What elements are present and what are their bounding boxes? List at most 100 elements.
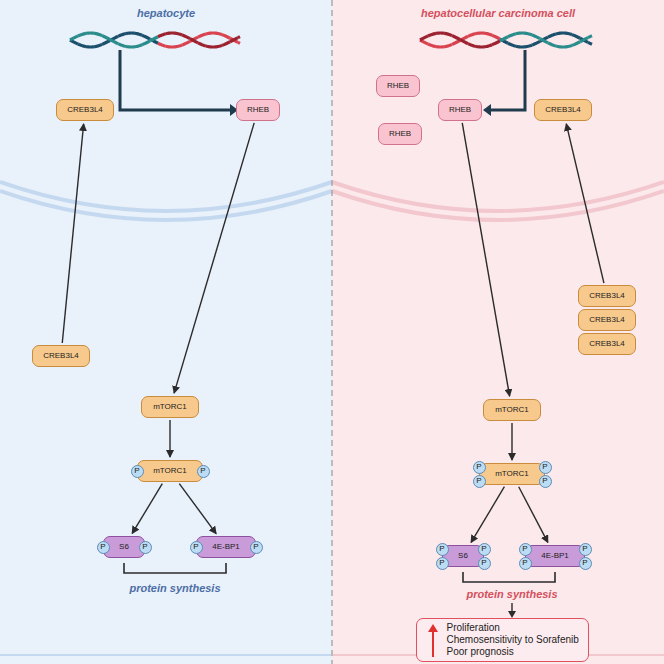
- connector-arrow: [566, 124, 604, 283]
- dna-strand: [134, 33, 142, 35]
- dna-strand: [238, 35, 240, 39]
- protein-box: RHEB: [376, 75, 420, 97]
- dna-strand: [126, 45, 134, 49]
- dna-strand: [158, 43, 166, 46]
- phosphate-circle: P: [139, 541, 152, 554]
- connector-arrow: [169, 420, 170, 457]
- node-text: P: [253, 542, 258, 552]
- node-text: P: [522, 558, 527, 568]
- connector-arrow: [471, 487, 504, 543]
- protein-box: mTORC1: [479, 463, 545, 485]
- arrow-head: [483, 104, 491, 116]
- dna-strand: [548, 34, 556, 37]
- node-text: RHEB: [387, 81, 409, 91]
- dna-strand: [476, 31, 484, 35]
- dna-strand: [484, 45, 492, 47]
- connector-arrow: [62, 124, 83, 343]
- increase-arrow: [432, 630, 434, 657]
- dna-strand: [182, 35, 190, 39]
- dna-strand: [588, 42, 592, 44]
- phosphate-circle: P: [436, 557, 449, 570]
- dna-strand: [580, 38, 588, 42]
- dna-strand: [516, 31, 524, 35]
- phosphate-circle: P: [197, 465, 210, 478]
- dna-strand: [492, 41, 500, 45]
- phosphate-circle: P: [539, 461, 552, 474]
- node-text: P: [522, 544, 527, 554]
- dna-strand: [428, 33, 436, 36]
- node-text: RHEB: [449, 105, 471, 115]
- node-text: mTORC1: [495, 405, 529, 415]
- node-text: Poor prognosis: [447, 646, 514, 658]
- protein-box: CREB3L4: [56, 99, 114, 121]
- dna-strand: [468, 44, 476, 47]
- dna-strand: [524, 33, 532, 35]
- dna-strand: [508, 34, 516, 37]
- node-text: mTORC1: [153, 466, 187, 476]
- phosphate-circle: P: [97, 541, 110, 554]
- protein-box: mTORC1: [141, 396, 199, 418]
- protein-box: RHEB: [378, 123, 422, 145]
- dna-strand: [94, 44, 102, 46]
- dna-strand: [516, 45, 524, 49]
- nuclear-membrane: [332, 191, 664, 220]
- dna-strand: [444, 33, 452, 35]
- node-text: CREB3L4: [589, 315, 625, 325]
- node-text: RHEB: [247, 105, 269, 115]
- dna-strand: [206, 44, 214, 48]
- protein-box: mTORC1: [137, 460, 203, 482]
- dna-strand: [572, 35, 580, 39]
- dna-strand: [174, 33, 182, 35]
- node-text: 4E-BP1: [541, 551, 569, 561]
- node-text: CREB3L4: [589, 339, 625, 349]
- dna-strand: [564, 33, 572, 35]
- node-text: CREB3L4: [67, 105, 103, 115]
- dna-strand: [532, 35, 540, 39]
- dna-strand: [230, 38, 238, 42]
- dna-strand: [460, 40, 468, 44]
- node-text: Chemosensitivity to Sorafenib: [447, 634, 579, 646]
- dna-strand: [214, 45, 222, 47]
- dna-strand: [468, 34, 476, 37]
- node-text: hepatocellular carcinoma cell: [332, 7, 664, 20]
- arrow-head: [428, 624, 438, 632]
- bracket: [124, 563, 226, 573]
- node-text: mTORC1: [153, 402, 187, 412]
- nuclear-membrane: [0, 191, 332, 220]
- connector-arrow: [174, 123, 254, 393]
- node-text: S6: [458, 551, 468, 561]
- phosphate-circle: P: [473, 475, 486, 488]
- dna-strand: [182, 41, 190, 45]
- dna-strand: [158, 34, 166, 37]
- dna-strand: [444, 44, 452, 46]
- phosphate-circle: P: [478, 557, 491, 570]
- dna-strand: [166, 31, 174, 35]
- dna-strand: [548, 43, 556, 46]
- base-strip: [0, 654, 331, 656]
- dna-strand: [190, 39, 198, 43]
- node-text: P: [582, 558, 587, 568]
- dna-strand: [86, 45, 94, 49]
- dna-strand: [102, 40, 110, 44]
- connector-arrow: [132, 484, 162, 534]
- dna-helix: [70, 33, 592, 47]
- protein-box: RHEB: [438, 99, 482, 121]
- node-text: CREB3L4: [589, 291, 625, 301]
- protein-box: CREB3L4: [534, 99, 592, 121]
- dna-strand: [198, 34, 206, 37]
- dna-strand: [572, 42, 580, 46]
- dna-strand: [198, 43, 206, 46]
- dna-strand: [86, 31, 94, 35]
- connector-arrow: [519, 487, 548, 543]
- protein-box: 4E-BP1: [525, 545, 585, 567]
- node-text: P: [542, 462, 547, 472]
- result-arrow: [511, 603, 512, 612]
- divider: [331, 0, 332, 664]
- phosphate-circle: P: [519, 543, 532, 556]
- dna-strand: [94, 33, 102, 35]
- node-text: CREB3L4: [545, 105, 581, 115]
- phosphate-circle: P: [190, 541, 203, 554]
- dna-strand: [428, 44, 436, 47]
- node-text: P: [481, 544, 486, 554]
- dna-strand: [588, 36, 592, 38]
